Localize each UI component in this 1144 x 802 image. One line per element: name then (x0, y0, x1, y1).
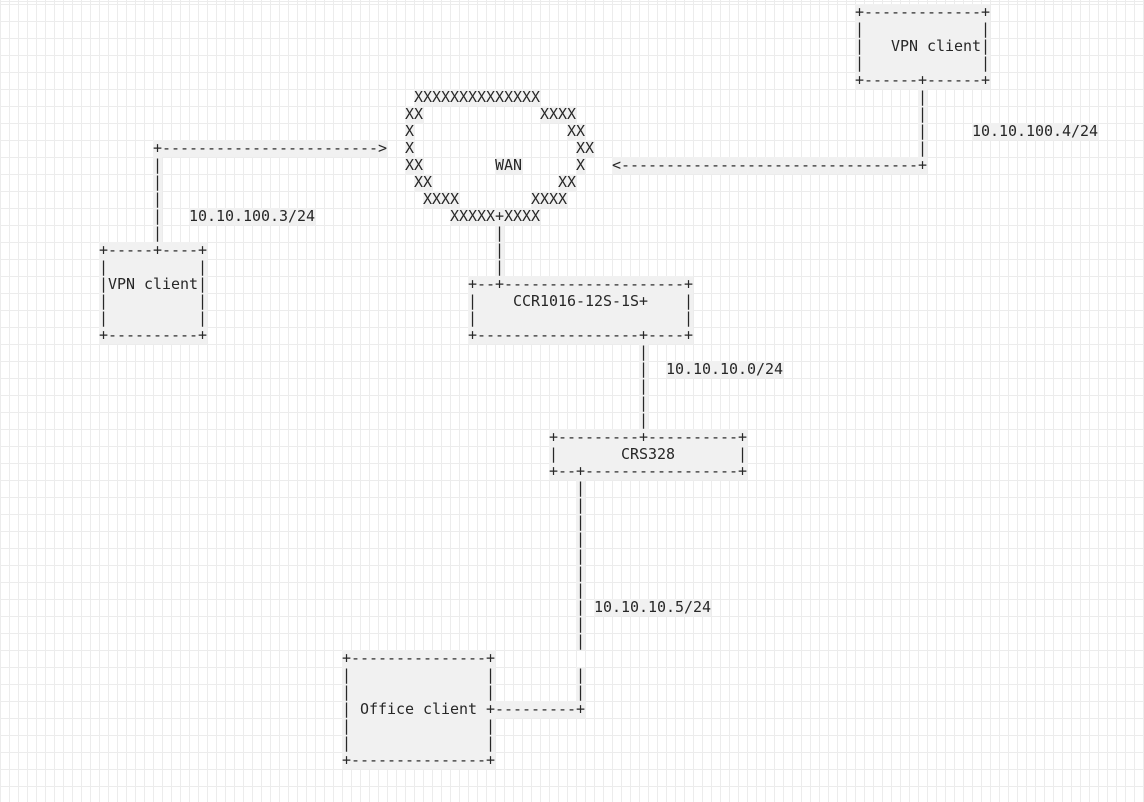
box-border: | | (468, 309, 693, 327)
link-line: | (639, 411, 648, 429)
link-line: | (576, 581, 585, 599)
office-client-name: | Office client +---------+ (342, 700, 585, 718)
link-line: | (576, 564, 585, 582)
box-border: | | (99, 309, 207, 327)
box-border: +--+-----------------+ (549, 462, 747, 480)
wan-cloud-outline: XX (414, 173, 432, 191)
box-border: | | (99, 258, 207, 276)
wan-cloud-outline: X (405, 122, 414, 140)
box-border: +--+--------------------+ (468, 275, 693, 293)
link-line: | (576, 496, 585, 514)
wan-cloud-outline: XX (405, 156, 423, 174)
box-border: +-------------+ (855, 3, 990, 21)
link-line: | (153, 190, 162, 208)
link-line: | (576, 632, 585, 650)
link-line: | (576, 513, 585, 531)
wan-cloud-outline: X (405, 139, 414, 157)
link-line: | (153, 156, 162, 174)
box-border: | | (99, 292, 207, 310)
wan-cloud-outline: XXXXX+XXXX (450, 207, 540, 225)
link-line: | (639, 394, 648, 412)
link-line: | (576, 683, 585, 701)
wan-cloud-outline: XXXX (531, 190, 567, 208)
ip-label-10-10-10-0-24: 10.10.10.0/24 (666, 360, 783, 378)
wan-cloud-outline: X (576, 156, 585, 174)
box-border: +-----+----+ (99, 241, 207, 259)
ip-label-10-10-100-3-24: 10.10.100.3/24 (189, 207, 315, 225)
link-line: | (576, 615, 585, 633)
wan-cloud-outline: XX (567, 122, 585, 140)
box-border: | | (342, 717, 495, 735)
wan-cloud-outline: XX (576, 139, 594, 157)
link-line: | (153, 224, 162, 242)
wan-cloud-outline: XX (405, 105, 423, 123)
box-border: | | (342, 666, 495, 684)
vpn-client-left-name: |VPN client| (99, 275, 207, 293)
box-border: +----------+ (99, 326, 207, 344)
link-line: | (639, 377, 648, 395)
link-line: | (576, 666, 585, 684)
vpn-client-remote-name: | VPN client| (855, 37, 990, 55)
box-border: +---------------+ (342, 649, 495, 667)
link-line: | (918, 105, 927, 123)
link-line: | (153, 207, 162, 225)
link-line: | (495, 241, 504, 259)
link-line: | (918, 139, 927, 157)
link-line: | (576, 479, 585, 497)
box-border: +---------------+ (342, 751, 495, 769)
ip-label-10-10-100-4-24: 10.10.100.4/24 (972, 122, 1098, 140)
link-line: | (918, 122, 927, 140)
box-border: | | (342, 734, 495, 752)
box-border: +------+------+ (855, 71, 990, 89)
wan-cloud-outline: XX (558, 173, 576, 191)
link-line: | (918, 88, 927, 106)
wan-cloud-outline: XXXXXXXXXXXXXX (414, 88, 540, 106)
arrow-from-wan: <---------------------------------+ (612, 156, 927, 174)
link-line: | (639, 343, 648, 361)
link-line: | (576, 530, 585, 548)
box-border: | | (342, 683, 495, 701)
link-line: | (495, 224, 504, 242)
link-line: | (576, 547, 585, 565)
box-border: +------------------+----+ (468, 326, 693, 344)
link-line: | (576, 598, 585, 616)
wan-cloud-outline: XXXX (423, 190, 459, 208)
arrow-to-wan: +------------------------> (153, 139, 387, 157)
box-border: | | (855, 54, 990, 72)
box-border: | | (855, 20, 990, 38)
ip-label-10-10-10-5-24: 10.10.10.5/24 (594, 598, 711, 616)
wan-label: WAN (495, 156, 522, 174)
link-line: | (495, 258, 504, 276)
crs328-name: | CRS328 | (549, 445, 747, 463)
ccr1016-12s-1s-name: | CCR1016-12S-1S+ | (468, 292, 693, 310)
link-line: | (153, 173, 162, 191)
box-border: +---------+----------+ (549, 428, 747, 446)
wan-cloud-outline: XXXX (540, 105, 576, 123)
link-line: | (639, 360, 648, 378)
